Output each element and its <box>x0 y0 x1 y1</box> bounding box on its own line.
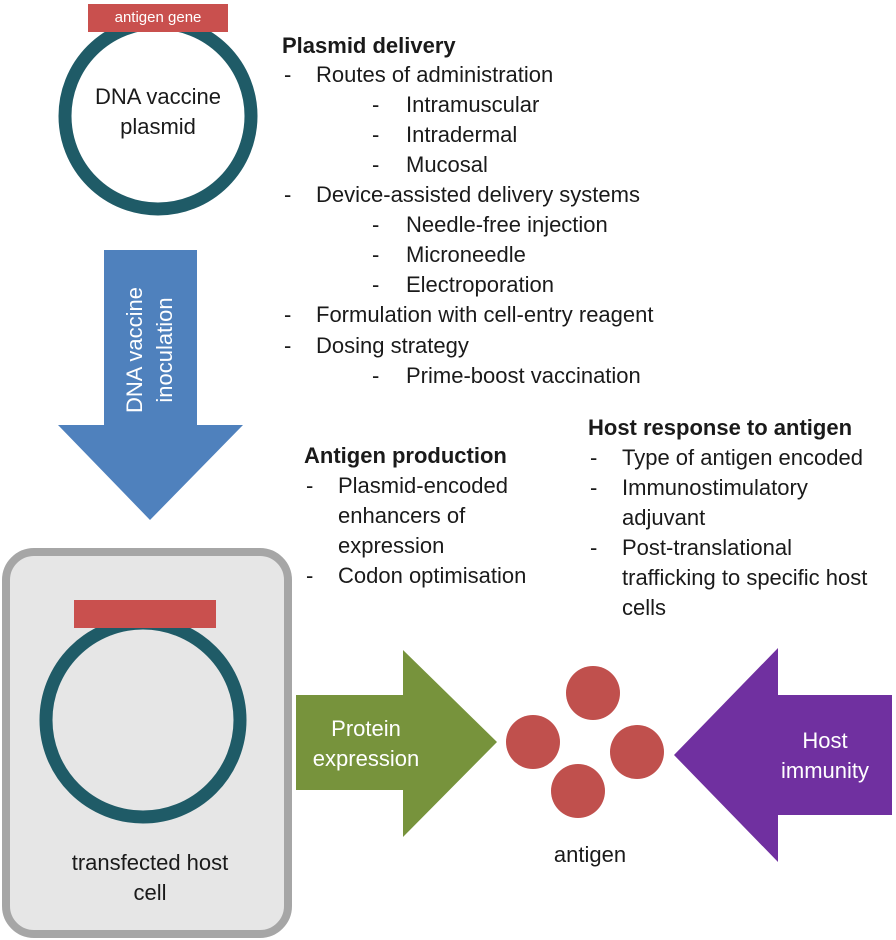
list-dash: - <box>372 272 380 297</box>
production-item2: Codon optimisation <box>338 563 527 588</box>
dosing-item: Dosing strategy <box>316 333 469 358</box>
antigen-dot <box>551 764 605 818</box>
production-item1-line3: expression <box>338 533 445 558</box>
list-dash: - <box>306 473 314 498</box>
list-dash: - <box>372 363 380 388</box>
list-dash: - <box>372 212 380 237</box>
host-cell-label-line1: transfected host <box>71 850 229 875</box>
response-item3-line3: cells <box>622 595 667 620</box>
inoculation-label-line1: DNA vaccine <box>122 287 147 413</box>
inoculation-label-line2: inoculation <box>152 297 177 403</box>
list-dash: - <box>590 475 598 500</box>
host-immunity-line2: immunity <box>780 758 869 783</box>
host-immunity-arrow <box>674 648 892 862</box>
inoculation-arrow <box>58 250 243 520</box>
list-dash: - <box>284 182 292 207</box>
response-item3-line2: trafficking to specific host <box>622 565 868 590</box>
protein-expression-line2: expression <box>312 746 420 771</box>
antigen-dot <box>610 725 664 779</box>
host-cell-gene-bar <box>74 600 216 628</box>
protein-expression-arrow <box>296 650 497 837</box>
plasmid-title-line1: DNA vaccine <box>95 84 221 109</box>
list-dash: - <box>372 242 380 267</box>
list-dash: - <box>372 122 380 147</box>
response-item1: Type of antigen encoded <box>622 445 863 470</box>
list-dash: - <box>372 92 380 117</box>
host-immunity-line1: Host <box>802 728 848 753</box>
production-item1-line1: Plasmid-encoded <box>338 473 508 498</box>
list-dash: - <box>590 535 598 560</box>
host-cell-label-line2: cell <box>133 880 167 905</box>
response-item2-line2: adjuvant <box>622 505 706 530</box>
protein-expression-line1: Protein <box>331 716 401 741</box>
inoculation-label: DNA vaccine inoculation <box>120 250 180 450</box>
formulation-item: Formulation with cell-entry reagent <box>316 302 654 327</box>
list-dash: - <box>306 563 314 588</box>
device-microneedle: Microneedle <box>406 242 526 267</box>
list-dash: - <box>590 445 598 470</box>
route-mucosal: Mucosal <box>406 152 488 177</box>
list-dash: - <box>372 152 380 177</box>
antigen-label: antigen <box>553 842 627 867</box>
antigen-dot <box>566 666 620 720</box>
response-item2-line1: Immunostimulatory <box>622 475 808 500</box>
plasmid-title-line2: plasmid <box>120 114 196 139</box>
device-needle-free: Needle-free injection <box>406 212 608 237</box>
plasmid-delivery-heading: Plasmid delivery <box>282 33 456 58</box>
antigen-gene-bar <box>88 4 228 32</box>
route-intradermal: Intradermal <box>406 122 518 147</box>
antigen-dot <box>506 715 560 769</box>
dosing-prime-boost: Prime-boost vaccination <box>406 363 641 388</box>
list-dash: - <box>284 62 292 87</box>
antigen-gene-label: antigen gene <box>114 9 202 26</box>
production-item1-line2: enhancers of <box>338 503 466 528</box>
host-response-heading: Host response to antigen <box>588 415 853 440</box>
devices-item: Device-assisted delivery systems <box>316 182 640 207</box>
list-dash: - <box>284 302 292 327</box>
response-item3-line1: Post-translational <box>622 535 792 560</box>
routes-item: Routes of administration <box>316 62 554 87</box>
route-intramuscular: Intramuscular <box>406 92 540 117</box>
list-dash: - <box>284 333 292 358</box>
device-electroporation: Electroporation <box>406 272 554 297</box>
antigen-production-heading: Antigen production <box>304 443 507 468</box>
